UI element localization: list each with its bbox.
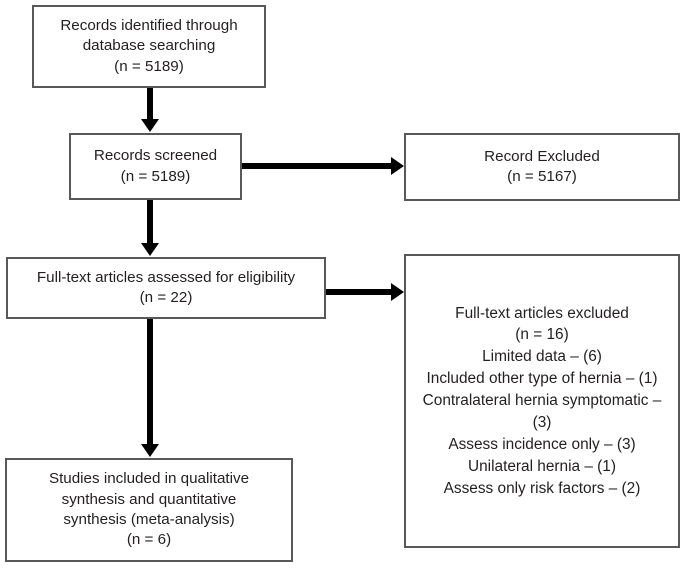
node-records-identified-line-1: Records identified through [60,16,238,34]
node-studies-included-count: (n = 6) [126,531,172,549]
node-record-excluded-count: (n = 5167) [507,168,577,185]
node-records-screened-line-1: Records screened [93,147,218,165]
arrow-right-icon [391,283,404,301]
node-records-identified-count: (n = 5189) [114,57,184,75]
node-fulltext-excluded-line-1: Full-text articles excluded [455,304,629,322]
node-records-identified-line-2: database searching [82,37,216,55]
arrow-down-icon [141,243,159,256]
node-fulltext-excluded-reason-2: Included other type of hernia – (1) [426,370,658,388]
node-studies-included-line-2: synthesis and quantitative [61,490,237,508]
node-records-screened: Records screened (n = 5189) [69,133,242,200]
node-record-excluded-line-1: Record Excluded [484,147,600,165]
connector-line [147,319,153,445]
node-fulltext-assessed-count: (n = 22) [139,289,193,306]
node-records-identified: Records identified through database sear… [32,5,266,88]
node-records-screened-count: (n = 5189) [120,167,191,185]
node-fulltext-excluded-reason-3: Contralateral hernia symptomatic – (3) [422,392,662,431]
node-fulltext-excluded: Full-text articles excluded (n = 16) Lim… [404,254,680,548]
node-fulltext-excluded-reason-4: Assess incidence only – (3) [448,435,636,453]
connector-line [147,200,153,244]
connector-line [147,88,153,121]
node-fulltext-excluded-reason-5: Unilateral hernia – (1) [468,457,616,475]
node-studies-included-line-1: Studies included in qualitative [48,470,250,488]
connector-line [242,163,392,169]
node-fulltext-excluded-reason-1: Limited data – (6) [482,348,602,366]
node-fulltext-assessed: Full-text articles assessed for eligibil… [6,257,326,319]
node-fulltext-assessed-line-1: Full-text articles assessed for eligibil… [36,268,296,286]
arrow-right-icon [391,157,404,175]
node-studies-included-line-3: synthesis (meta-analysis) [63,511,235,528]
node-fulltext-excluded-count: (n = 16) [515,326,569,344]
arrow-down-icon [141,119,159,132]
node-studies-included: Studies included in qualitative synthesi… [5,458,293,562]
arrow-down-icon [141,444,159,457]
node-fulltext-excluded-reason-6: Assess only risk factors – (2) [443,479,641,497]
node-record-excluded: Record Excluded (n = 5167) [404,133,680,201]
connector-line [326,289,392,295]
